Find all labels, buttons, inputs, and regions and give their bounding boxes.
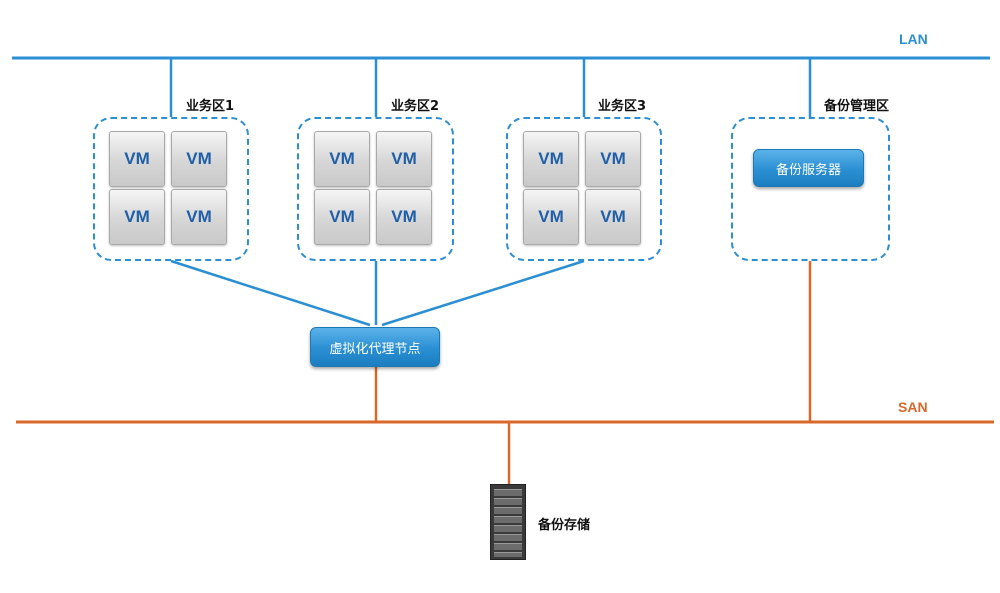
zone3-label: 业务区3 — [598, 99, 647, 114]
backup-zone-container — [731, 117, 890, 261]
vm-tile[interactable]: VM — [109, 131, 165, 187]
lan-label: LAN — [899, 31, 928, 47]
link-zone3-proxy — [381, 259, 585, 327]
vm-tile[interactable]: VM — [523, 189, 579, 245]
virtualization-proxy-node[interactable]: 虚拟化代理节点 — [310, 327, 440, 367]
vm-tile[interactable]: VM — [376, 131, 432, 187]
vm-tile[interactable]: VM — [314, 189, 370, 245]
zone2-label: 业务区2 — [391, 99, 440, 114]
vm-tile[interactable]: VM — [109, 189, 165, 245]
vm-tile[interactable]: VM — [171, 131, 227, 187]
vm-tile[interactable]: VM — [585, 131, 641, 187]
vm-tile[interactable]: VM — [171, 189, 227, 245]
backup-zone-label: 备份管理区 — [824, 99, 890, 114]
vm-tile[interactable]: VM — [585, 189, 641, 245]
zone1-container — [93, 117, 249, 261]
zone1-label: 业务区1 — [186, 99, 235, 114]
backup-server-node[interactable]: 备份服务器 — [753, 149, 864, 187]
vm-tile[interactable]: VM — [376, 189, 432, 245]
link-zone1-proxy — [170, 259, 371, 327]
zone3-container — [506, 117, 662, 261]
san-label: SAN — [898, 399, 928, 415]
vm-tile[interactable]: VM — [523, 131, 579, 187]
zone2-container — [297, 117, 454, 261]
backup-storage-label: 备份存储 — [538, 518, 591, 533]
storage-rack-icon — [490, 484, 526, 560]
vm-tile[interactable]: VM — [314, 131, 370, 187]
